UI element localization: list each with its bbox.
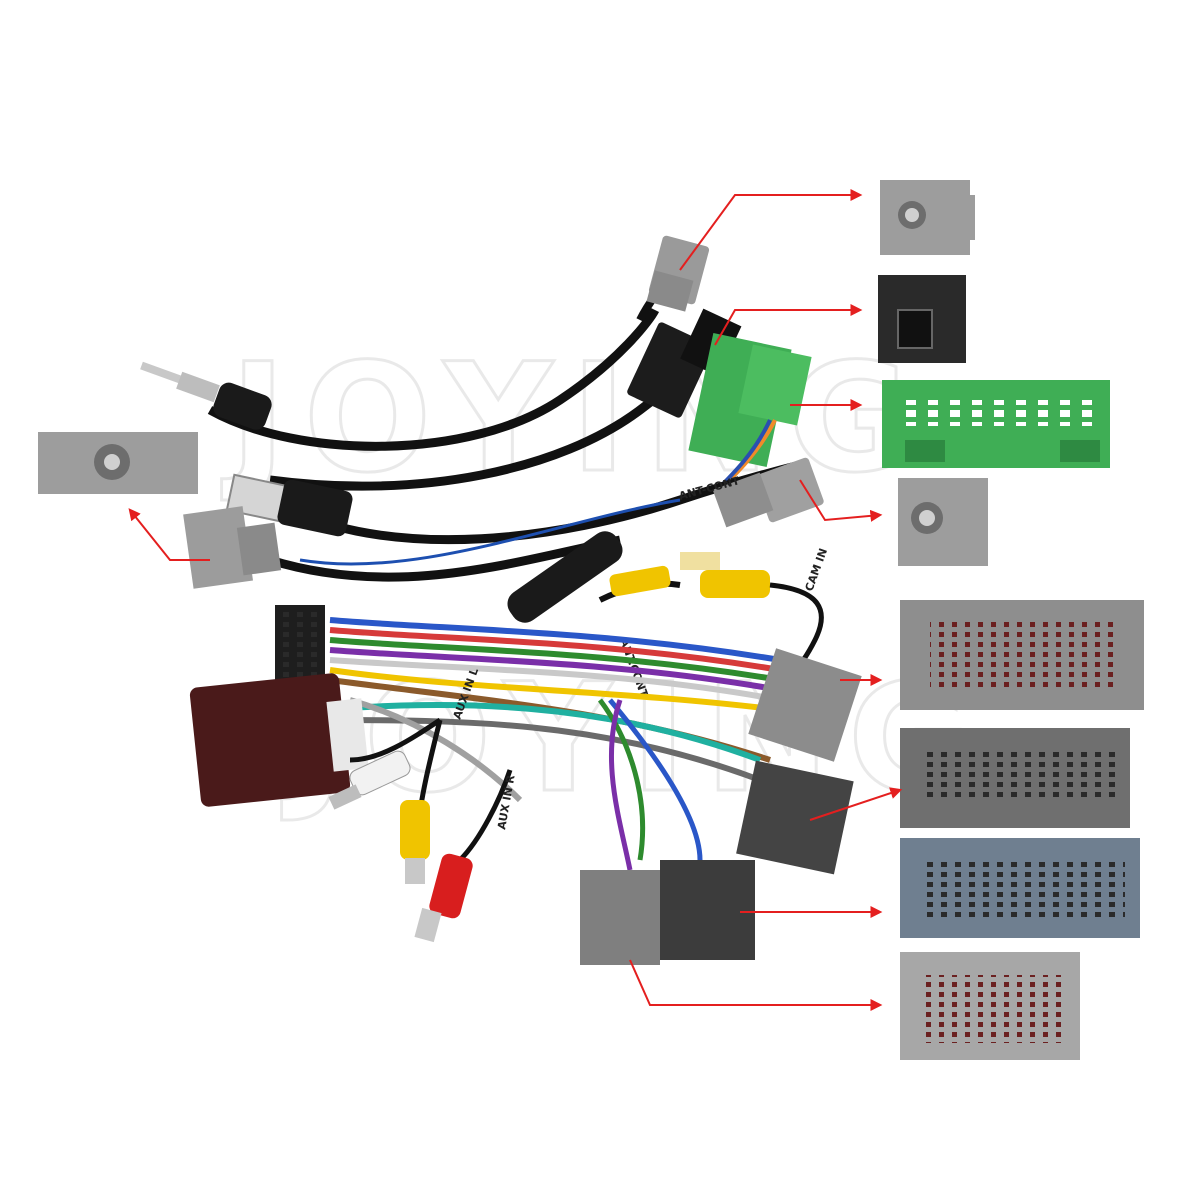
green-plug-body bbox=[688, 332, 812, 494]
black-plug-cable bbox=[269, 308, 742, 491]
decoder-box bbox=[189, 673, 369, 807]
inline-fuse bbox=[507, 531, 623, 623]
camera-rca-cable bbox=[598, 552, 824, 703]
harness-connector-grey-upper bbox=[748, 648, 862, 762]
usb-cable bbox=[225, 460, 802, 545]
connector-face-black bbox=[878, 275, 966, 363]
connector-face-antenna-bottom bbox=[898, 478, 988, 566]
label-cam-in: CAM IN bbox=[803, 547, 830, 593]
red-arrows bbox=[128, 189, 903, 1011]
grey-plug-left bbox=[183, 498, 681, 589]
connector-face-blue-grey bbox=[900, 838, 1140, 938]
harness-connector-dark-mid bbox=[660, 860, 755, 960]
antenna-plug-cable bbox=[140, 307, 660, 451]
harness-connector-grey-low bbox=[580, 870, 660, 965]
connector-face-grey-1 bbox=[900, 600, 1144, 710]
watermark-top: JOYING bbox=[221, 332, 929, 506]
harness-connector-topleft bbox=[275, 605, 325, 685]
connector-face-left bbox=[38, 432, 198, 494]
multicolor-wire-bundle bbox=[319, 617, 781, 871]
harness-connector-dark-right bbox=[736, 760, 854, 875]
connector-face-antenna-top bbox=[880, 180, 975, 255]
grey-plug-right bbox=[712, 457, 824, 528]
connector-face-grey-2 bbox=[900, 728, 1130, 828]
grey-plug-top bbox=[636, 235, 710, 322]
connector-face-green bbox=[882, 380, 1110, 468]
connector-face-light-grey bbox=[900, 952, 1080, 1060]
aux-rca-plugs bbox=[328, 717, 513, 943]
